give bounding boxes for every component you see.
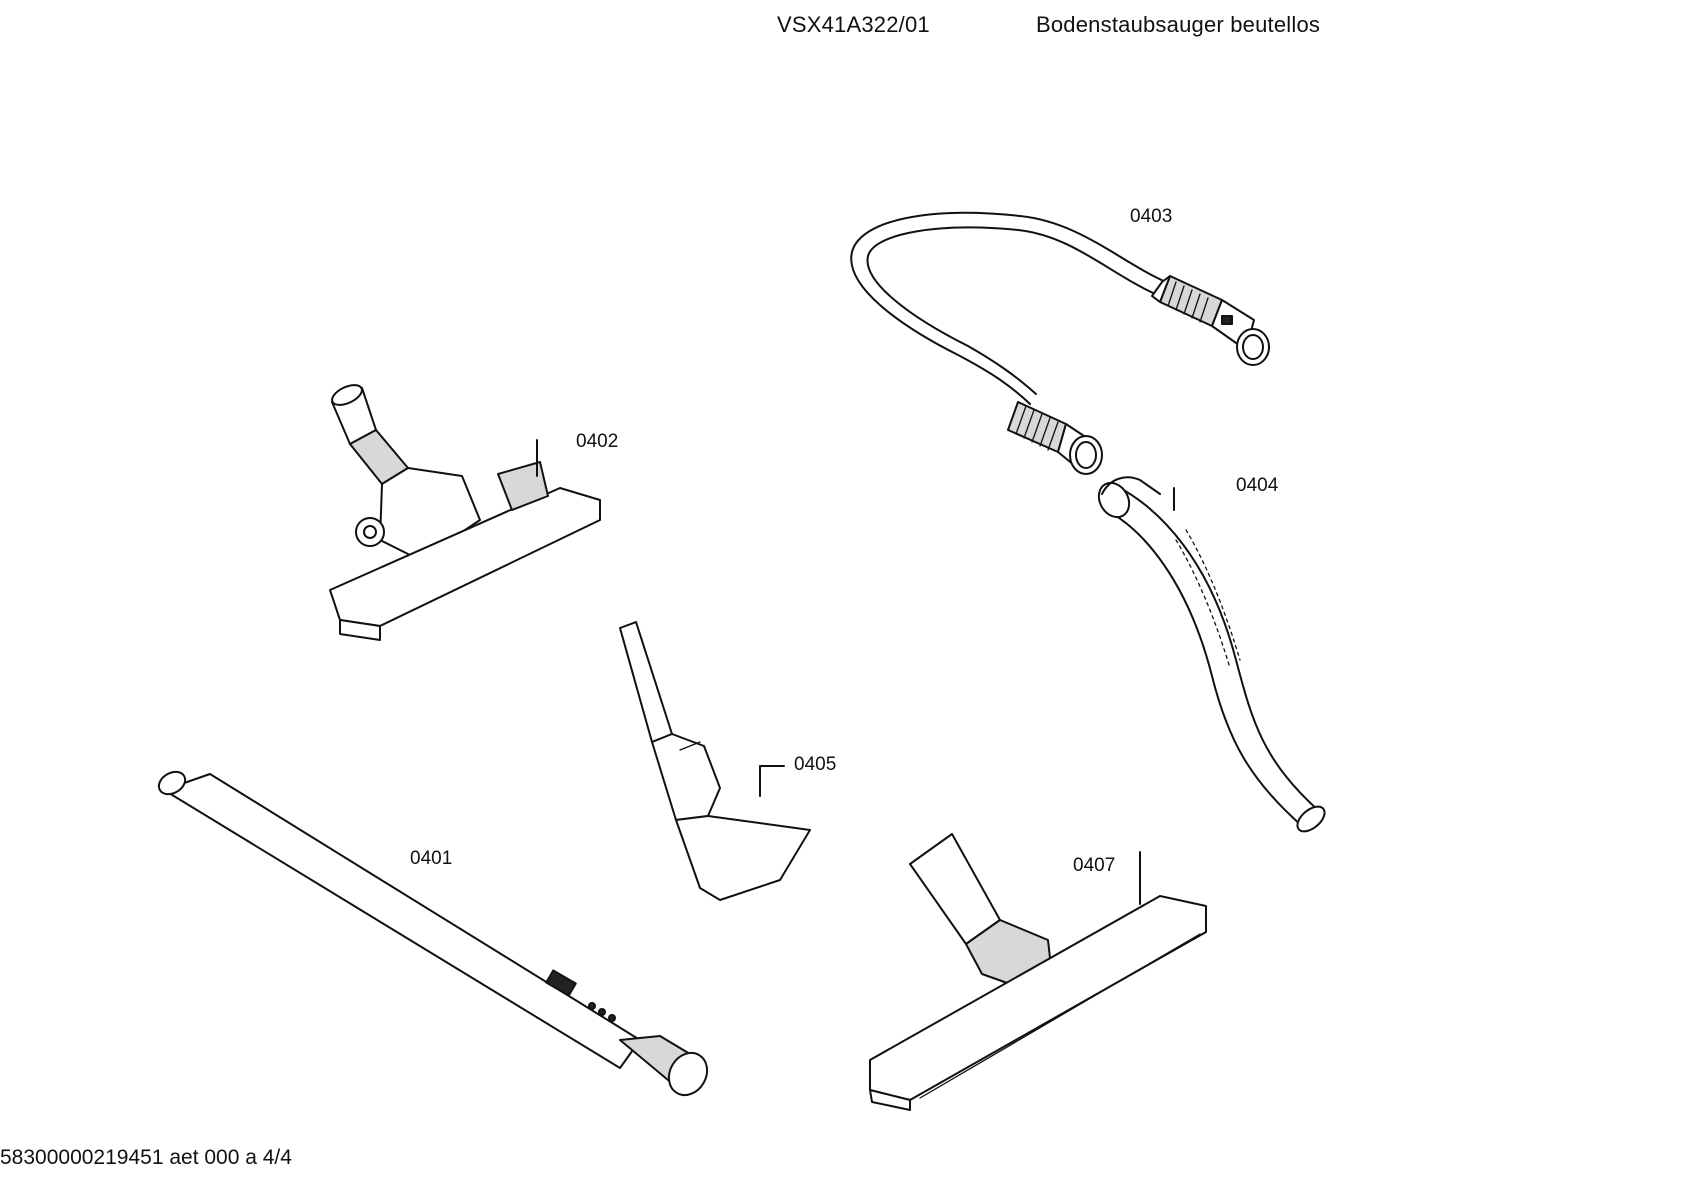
model-number: VSX41A322/01 [777, 12, 930, 37]
callout-0401: 0401 [410, 848, 453, 869]
callout-0404: 0404 [1236, 475, 1279, 496]
upholstery-nozzle-drawing[interactable] [619, 621, 811, 901]
floor-nozzle-drawing[interactable] [329, 381, 601, 641]
hose-coupling-upper [1151, 275, 1270, 366]
telescopic-tube-drawing[interactable] [155, 767, 715, 1102]
document-code: 58300000219451 aet 000 a 4/4 [0, 1146, 292, 1169]
suction-hose-drawing[interactable] [850, 211, 1270, 475]
callout-0403: 0403 [1130, 206, 1173, 227]
callout-0407: 0407 [1073, 855, 1116, 876]
callout-0405: 0405 [794, 754, 837, 775]
hose-coupling-lower [1007, 401, 1103, 475]
handle-bend-drawing[interactable] [1093, 476, 1329, 836]
callout-leaders [536, 439, 1175, 905]
product-description: Bodenstaubsauger beutellos [1036, 12, 1321, 37]
callout-0402: 0402 [576, 431, 619, 452]
parquet-nozzle-drawing[interactable] [869, 833, 1207, 1111]
